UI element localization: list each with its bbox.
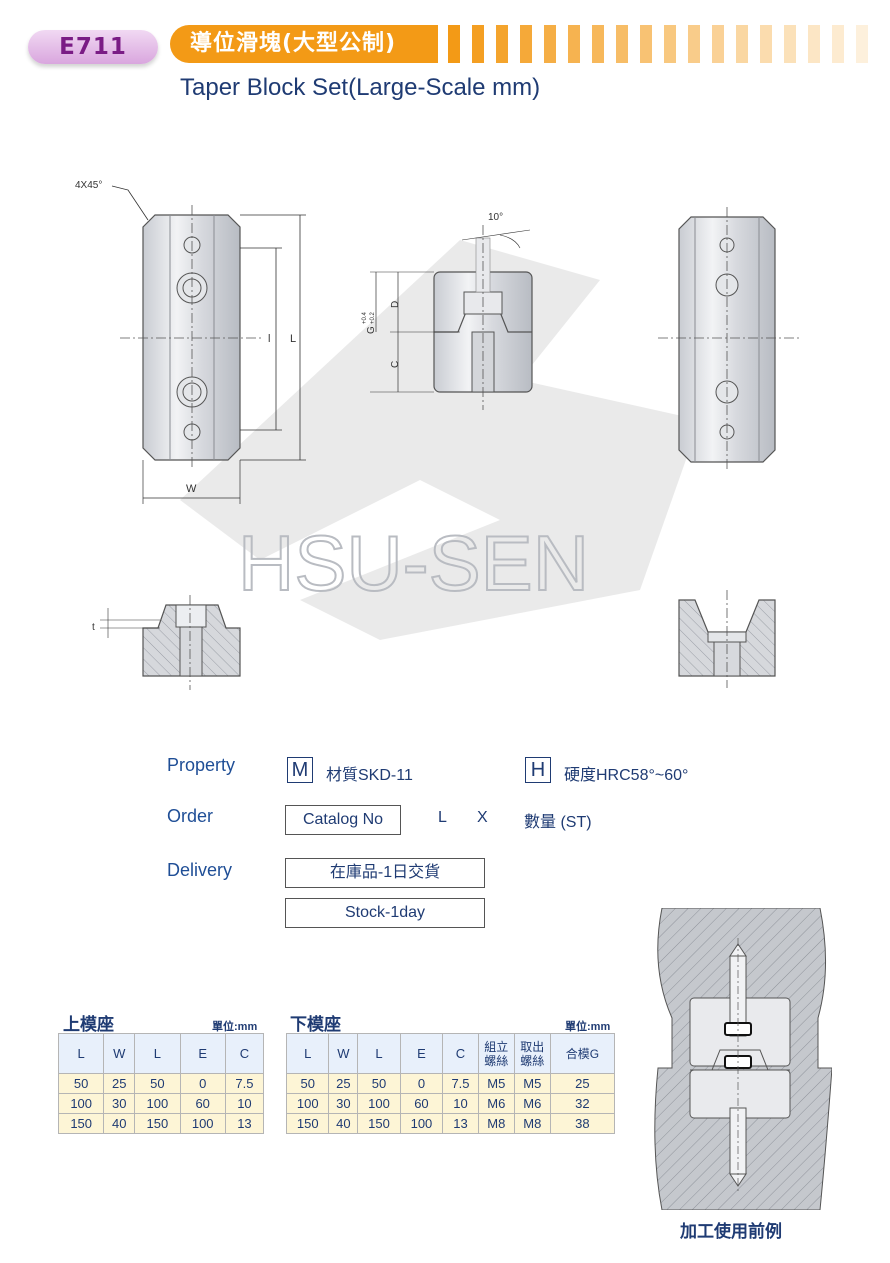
rear-view — [658, 207, 800, 472]
col-header: L — [134, 1033, 181, 1074]
svg-text:L: L — [290, 333, 296, 345]
title-stripes — [448, 25, 868, 63]
col-header: E — [399, 1033, 444, 1074]
quantity-label: 數量 (ST) — [524, 814, 592, 831]
svg-text:10°: 10° — [488, 212, 503, 223]
col-header: C — [442, 1033, 479, 1074]
col-header: W — [328, 1033, 359, 1074]
watermark-text: HSU-SEN — [238, 519, 589, 607]
col-header: W — [103, 1033, 136, 1074]
col-header: L — [285, 1033, 330, 1074]
usage-example-caption: 加工使用前例 — [680, 1222, 782, 1241]
material-value: 材質SKD-11 — [326, 767, 413, 784]
col-header: L — [357, 1033, 401, 1074]
delivery-en-box: Stock-1day — [285, 898, 485, 928]
svg-text:W: W — [186, 483, 197, 495]
delivery-cn-box: 在庫品-1日交貨 — [285, 858, 485, 888]
col-header: 組立螺絲 — [477, 1033, 515, 1074]
svg-text:C: C — [390, 361, 401, 368]
technical-drawing: HSU-SEN 4X45° l L — [0, 120, 890, 740]
col-header: 合模G — [549, 1033, 616, 1074]
side-view: 10° D C G +0.4 +0.2 — [362, 212, 533, 410]
page-title: 導位滑塊(大型公制) — [170, 25, 438, 63]
material-mark: M — [287, 757, 313, 783]
catalog-no-box: Catalog No — [285, 805, 401, 835]
property-label: Property — [167, 755, 236, 775]
catalog-code-badge: E711 — [28, 30, 158, 64]
lower-table-unit: 單位:mm — [565, 1021, 611, 1033]
lower-table-title: 下模座 — [290, 1015, 341, 1034]
delivery-label: Delivery — [167, 860, 233, 880]
svg-text:D: D — [390, 301, 401, 308]
col-header: 取出螺絲 — [513, 1033, 551, 1074]
svg-text:t: t — [92, 622, 95, 633]
hardness-mark: H — [525, 757, 551, 783]
svg-text:G: G — [366, 326, 377, 334]
col-header: C — [224, 1033, 265, 1074]
svg-text:+0.2: +0.2 — [370, 311, 376, 324]
front-view: 4X45° l L W — [75, 180, 306, 504]
order-x: X — [477, 809, 488, 826]
upper-table-title: 上模座 — [63, 1015, 114, 1034]
hardness-value: 硬度HRC58°~60° — [564, 767, 689, 784]
lower-block-section — [678, 590, 776, 688]
svg-text:4X45°: 4X45° — [75, 180, 102, 191]
col-header: L — [57, 1033, 105, 1074]
col-header: E — [179, 1033, 226, 1074]
upper-block-section: t — [92, 595, 241, 690]
watermark-logo — [180, 240, 700, 640]
svg-text:+0.4: +0.4 — [362, 311, 368, 324]
svg-text:l: l — [268, 333, 270, 345]
order-label: Order — [167, 806, 214, 826]
order-l: L — [438, 809, 447, 826]
usage-example-drawing — [654, 908, 832, 1210]
page-subtitle: Taper Block Set(Large-Scale mm) — [180, 74, 541, 101]
upper-table-unit: 單位:mm — [212, 1021, 258, 1033]
